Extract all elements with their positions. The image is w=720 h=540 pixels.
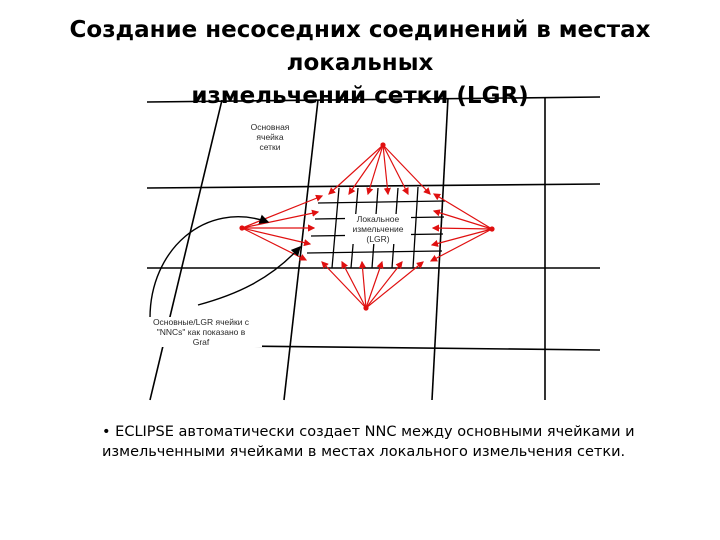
nnc-arrow-top-3 <box>366 144 384 196</box>
nnc-arrow-top-2 <box>348 144 384 195</box>
coarse-grid <box>146 96 601 401</box>
slide-title-line-1: Создание несоседних соединений в местах … <box>69 17 651 76</box>
nnc-arrow-bottom-2 <box>341 260 367 309</box>
lgr-line-v1 <box>331 187 340 269</box>
slide-title: Создание несоседних соединений в местах … <box>0 14 720 113</box>
nnc-connections <box>239 142 495 311</box>
nnc-arrow-left-2 <box>241 209 320 229</box>
grid-line-h2 <box>146 183 601 189</box>
label-lgr-line-1: Локальное <box>356 214 400 224</box>
grid-line-h1 <box>146 96 601 103</box>
nnc-arrow-top-4 <box>382 144 391 196</box>
label-nnc-line-3: Graf <box>192 337 210 347</box>
nnc-arrow-top-5 <box>382 144 409 196</box>
callout-arrow-lower <box>197 245 301 306</box>
nnc-arrow-right-3 <box>431 224 493 232</box>
bullet-text: • ECLIPSE автоматически создает NNC межд… <box>102 422 682 462</box>
nnc-arrow-bottom-5 <box>365 261 403 309</box>
callout-arrow-upper <box>149 214 270 319</box>
nnc-arrow-left-4 <box>241 227 312 247</box>
grid-line-v1 <box>149 99 223 401</box>
nnc-arrow-bottom-1 <box>321 261 367 309</box>
lgr-line-h1 <box>317 200 446 204</box>
label-main-cell-line-1: Основная <box>250 122 290 132</box>
label-nnc-line-2: "NNCs" как показано в <box>156 327 246 337</box>
nnc-arrow-bottom-3 <box>358 260 367 309</box>
nnc-arrow-top-6 <box>382 144 431 195</box>
nnc-arrow-bottom-6 <box>365 261 424 309</box>
nnc-arrow-left-5 <box>241 227 308 261</box>
nnc-arrow-right-5 <box>429 228 493 262</box>
lgr-line-v5 <box>412 186 419 269</box>
nnc-arrow-bottom-4 <box>365 260 384 309</box>
label-lgr-line-2: измельчение <box>352 224 404 234</box>
label-main-cell-line-3: сетки <box>259 142 281 152</box>
nnc-arrow-top-1 <box>328 144 384 195</box>
label-lgr: Локальное измельчение (LGR) <box>345 214 411 244</box>
bullet-line-2: измельченными ячейками в местах локально… <box>102 444 626 460</box>
nnc-arrow-left-1 <box>241 194 324 229</box>
nnc-arrow-right-1 <box>432 193 493 230</box>
slide-title-line-2: измельчений сетки (LGR) <box>191 83 529 109</box>
label-lgr-line-3: (LGR) <box>366 234 390 244</box>
lgr-line-h4 <box>306 250 443 254</box>
grid-line-v3 <box>431 97 449 401</box>
label-main-cell-line-2: ячейка <box>256 132 284 142</box>
label-nnc-cells: Основные/LGR ячейки с "NNCs" как показан… <box>140 317 262 347</box>
label-nnc-line-1: Основные/LGR ячейки с <box>152 317 250 327</box>
nnc-arrow-right-2 <box>432 209 493 230</box>
grid-line-v2 <box>283 99 319 401</box>
label-main-cell: Основная ячейка сетки <box>238 122 302 152</box>
callout-arrows <box>149 214 301 319</box>
bullet-line-1: • ECLIPSE автоматически создает NNC межд… <box>102 424 635 440</box>
nnc-arrow-right-4 <box>430 228 493 247</box>
